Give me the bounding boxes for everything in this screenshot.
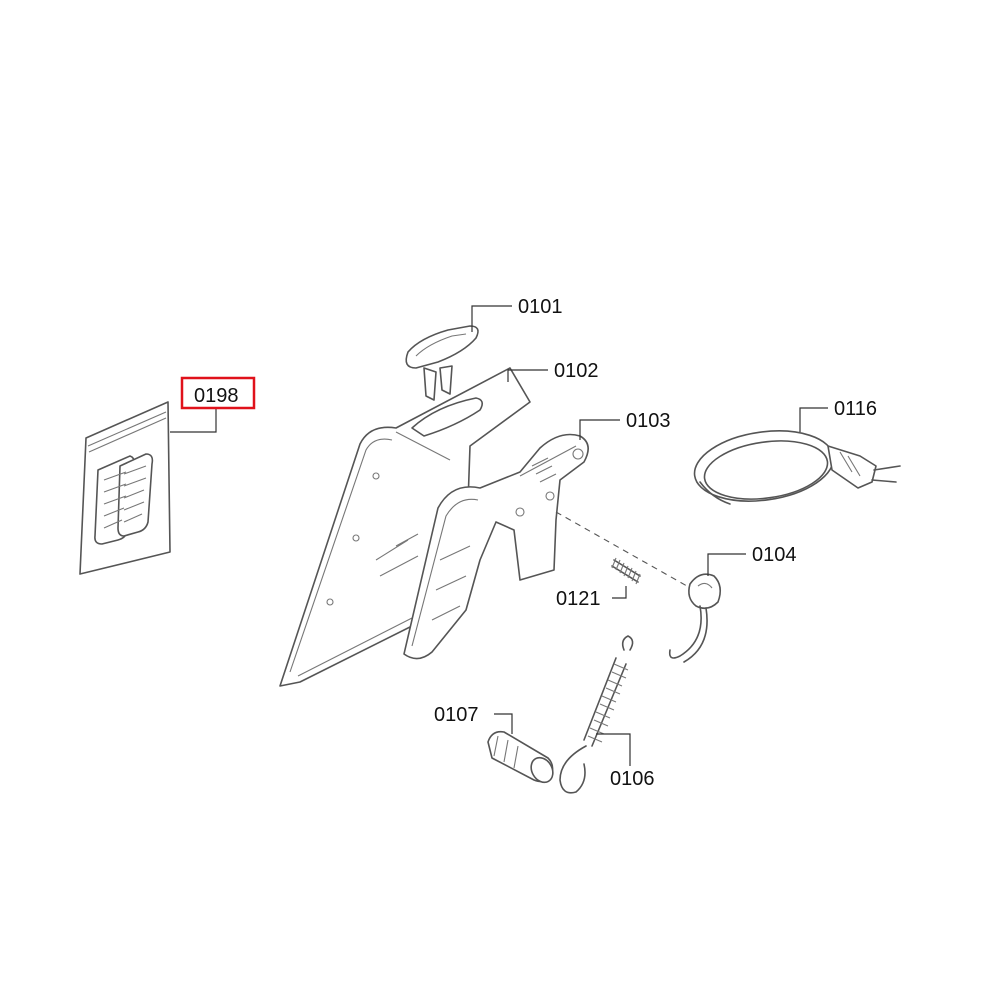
label-0104[interactable]: 0104 xyxy=(752,544,797,566)
label-0121[interactable]: 0121 xyxy=(556,588,601,610)
highlight-box-0198 xyxy=(180,376,256,410)
part-0121-spring[interactable] xyxy=(611,557,641,599)
label-0102[interactable]: 0102 xyxy=(554,360,599,382)
label-0103[interactable]: 0103 xyxy=(626,410,671,432)
label-0107[interactable]: 0107 xyxy=(434,704,479,726)
assembly-axis xyxy=(555,511,695,591)
part-0106-long-spring[interactable] xyxy=(559,635,634,794)
label-0116[interactable]: 0116 xyxy=(834,398,877,420)
label-0101[interactable]: 0101 xyxy=(518,296,563,318)
part-0198-bag[interactable] xyxy=(79,401,217,575)
part-0107-connector[interactable] xyxy=(487,713,557,786)
part-0103-bracket[interactable] xyxy=(403,419,620,660)
part-0101-knob[interactable] xyxy=(405,305,512,401)
part-0104-hook[interactable] xyxy=(668,553,746,663)
label-0106[interactable]: 0106 xyxy=(610,768,655,790)
label-0198[interactable]: 0198 xyxy=(194,385,239,407)
part-0116-cord[interactable] xyxy=(690,407,901,509)
